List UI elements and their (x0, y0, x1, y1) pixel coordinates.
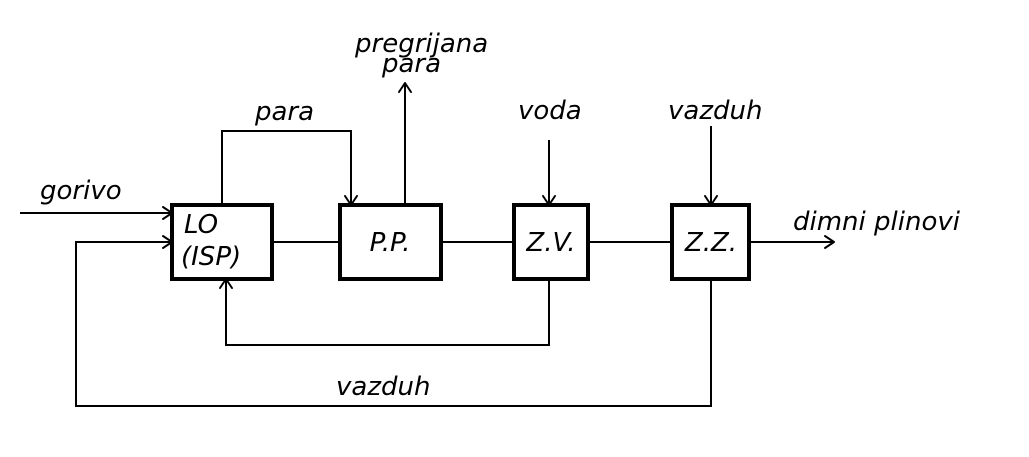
dimni-plinovi-arrow (749, 235, 835, 249)
block-zv: Z.V. (512, 203, 590, 281)
block-pp-label: P.P. (370, 228, 411, 258)
gorivo-arrow (20, 206, 173, 220)
block-pp: P.P. (338, 203, 443, 281)
para-arrow (221, 130, 358, 206)
block-lo-label: LO (184, 210, 218, 240)
pregrijana-para-arrow (398, 82, 412, 205)
label-dimni-plinovi: dimni plinovi (793, 207, 961, 237)
block-isp-label: (ISP) (181, 242, 241, 272)
voda-arrow (542, 140, 556, 206)
block-zz: Z.Z. (670, 203, 751, 281)
block-zz-label: Z.Z. (684, 228, 737, 258)
label-vazduh-top: vazduh (668, 96, 762, 126)
label-gorivo: gorivo (40, 176, 122, 206)
label-voda: voda (518, 96, 582, 126)
label-pregrijana: pregrijana (354, 29, 488, 59)
return-loop-zv-lo (219, 278, 550, 346)
label-pregrijana-para: para (381, 49, 441, 79)
block-lo-isp: LO (ISP) (170, 203, 274, 281)
block-zv-label: Z.V. (525, 228, 575, 258)
vazduh-top-arrow (704, 126, 718, 206)
label-vazduh-bottom: vazduh (336, 372, 430, 402)
label-para: para (254, 97, 314, 127)
